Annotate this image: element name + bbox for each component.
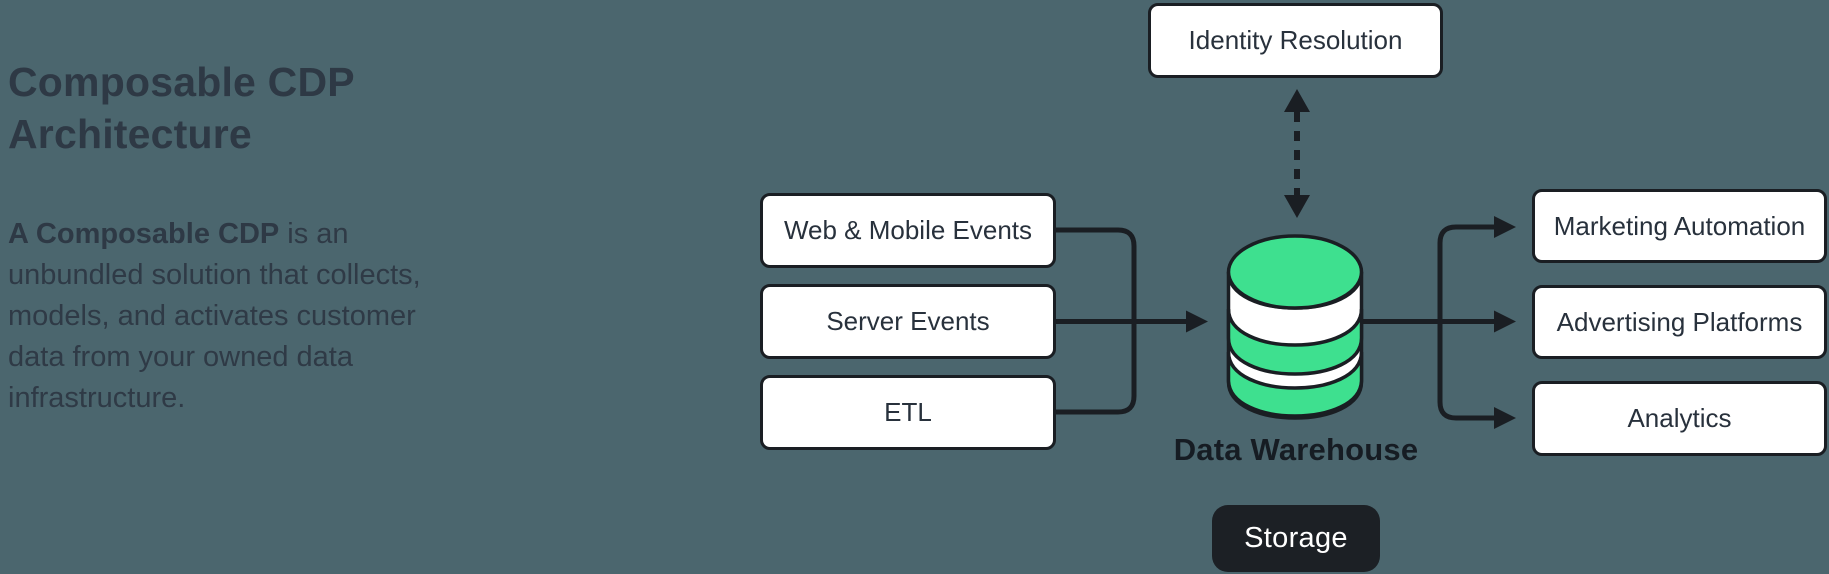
page-title-line-1: Composable CDP	[8, 59, 355, 105]
dashed-double-arrow-icon	[1284, 89, 1310, 218]
destination-connectors	[1362, 224, 1494, 421]
node-etl-label: ETL	[884, 397, 932, 427]
arrowhead-into-warehouse-icon	[1186, 310, 1208, 333]
arrowhead-analytics-icon	[1494, 407, 1516, 429]
page-title-line-2: Architecture	[8, 111, 252, 157]
node-server-events: Server Events	[760, 284, 1056, 359]
storage-badge-label: Storage	[1244, 522, 1348, 554]
storage-badge: Storage	[1212, 505, 1380, 572]
node-etl: ETL	[760, 375, 1056, 450]
data-warehouse-label: Data Warehouse	[1173, 432, 1419, 467]
node-identity-resolution: Identity Resolution	[1148, 3, 1443, 78]
arrowhead-advertising-icon	[1494, 310, 1516, 333]
description-lead: A Composable CDP	[8, 218, 280, 250]
database-icon	[1226, 234, 1364, 420]
node-analytics: Analytics	[1532, 381, 1827, 456]
node-web-mobile-events-label: Web & Mobile Events	[783, 215, 1033, 245]
node-advertising-platforms: Advertising Platforms	[1532, 285, 1827, 359]
node-marketing-automation-label: Marketing Automation	[1553, 210, 1806, 241]
page-title: Composable CDP Architecture	[8, 56, 528, 160]
arrowhead-marketing-icon	[1494, 216, 1516, 238]
node-identity-resolution-label: Identity Resolution	[1188, 25, 1403, 55]
branch-down-wire	[1437, 321, 1494, 421]
description-body: is an unbundled solution that collects, …	[8, 218, 421, 414]
node-server-events-label: Server Events	[826, 306, 990, 336]
source-connectors	[1056, 227, 1186, 415]
description-paragraph: A Composable CDP is an unbundled solutio…	[8, 214, 448, 419]
node-analytics-label: Analytics	[1627, 403, 1732, 433]
node-web-mobile-events: Web & Mobile Events	[760, 193, 1056, 268]
node-marketing-automation: Marketing Automation	[1532, 189, 1827, 263]
node-advertising-platforms-label: Advertising Platforms	[1556, 306, 1803, 337]
branch-up-wire	[1437, 224, 1494, 322]
